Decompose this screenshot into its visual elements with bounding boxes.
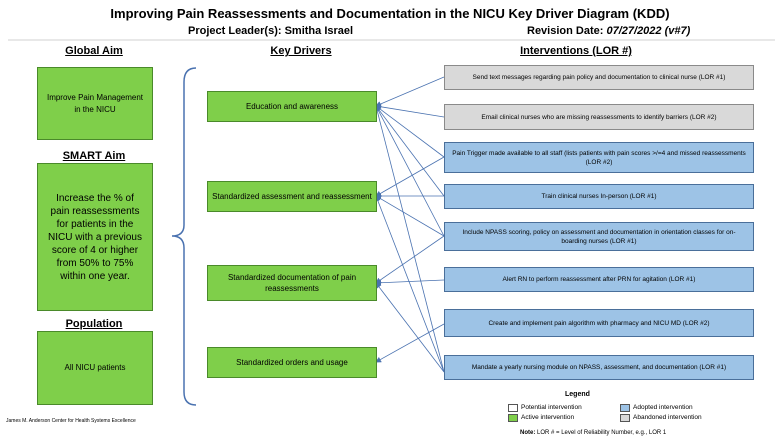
smart-aim-box: Increase the % of pain reassessments for…: [37, 163, 153, 311]
project-leader: Project Leader(s): Smitha Israel: [188, 25, 354, 37]
intervention-pain-trigger: Pain Trigger made available to all staff…: [444, 142, 754, 173]
population-box: All NICU patients: [37, 331, 153, 405]
global-aim-text: Improve Pain Management in the NICU: [46, 92, 144, 114]
curly-brace: [171, 67, 197, 406]
global-aim-box: Improve Pain Management in the NICU: [37, 67, 153, 140]
intervention-label: Train clinical nurses In-person (LOR #1): [541, 193, 657, 200]
footer-credit: James M. Anderson Center for Health Syst…: [6, 418, 136, 424]
intervention-label: Include NPASS scoring, policy on assessm…: [462, 228, 736, 245]
intervention-pain-algorithm: Create and implement pain algorithm with…: [444, 309, 754, 337]
key-drivers-header: Key Drivers: [270, 45, 332, 57]
population-header: Population: [65, 318, 123, 330]
header-divider: [8, 39, 775, 41]
legend-swatch-potential: [508, 404, 518, 412]
legend-label-active: Active intervention: [521, 414, 575, 421]
legend-title: Legend: [565, 391, 590, 398]
intervention-label: Create and implement pain algorithm with…: [488, 319, 710, 327]
legend-swatch-adopted: [620, 404, 630, 412]
revision-value: 07/27/2022 (v#7): [606, 25, 691, 37]
intervention-label: Send text messages regarding pain policy…: [472, 74, 726, 81]
global-aim-header: Global Aim: [65, 45, 123, 57]
intervention-label: Email clinical nurses who are missing re…: [481, 113, 717, 121]
note-label: Note:: [520, 430, 536, 436]
intervention-yearly-module: Mandate a yearly nursing module on NPASS…: [444, 355, 754, 380]
intervention-train-nurses: Train clinical nurses In-person (LOR #1): [444, 184, 754, 209]
key-driver-label: Standardized documentation of pain reass…: [227, 273, 357, 293]
legend-swatch-abandoned: [620, 414, 630, 422]
key-driver-education: Education and awareness: [207, 91, 377, 122]
intervention-text-messages: Send text messages regarding pain policy…: [444, 65, 754, 90]
key-driver-label: Standardized assessment and reassessment: [212, 192, 372, 201]
revision-label: Revision Date:: [527, 25, 604, 37]
legend-label-potential: Potential intervention: [521, 404, 582, 411]
legend-label-abandoned: Abandoned intervention: [633, 414, 702, 421]
intervention-alert-rn: Alert RN to perform reassessment after P…: [444, 267, 754, 292]
smart-aim-header: SMART Aim: [62, 150, 126, 162]
intervention-label: Pain Trigger made available to all staff…: [452, 149, 746, 166]
legend-swatch-active: [508, 414, 518, 422]
smart-aim-text: Increase the % of pain reassessments for…: [48, 192, 142, 282]
lor-note: Note: LOR # = Level of Reliability Numbe…: [520, 430, 666, 436]
diagram-title: Improving Pain Reassessments and Documen…: [110, 6, 670, 21]
key-driver-label: Education and awareness: [245, 102, 339, 111]
population-text: All NICU patients: [64, 363, 126, 372]
intervention-label: Alert RN to perform reassessment after P…: [502, 276, 696, 283]
legend-label-adopted: Adopted intervention: [633, 404, 693, 411]
driver-intervention-arrows: [374, 76, 445, 373]
key-driver-documentation: Standardized documentation of pain reass…: [207, 265, 377, 301]
key-driver-assessment: Standardized assessment and reassessment: [207, 181, 377, 212]
key-driver-label: Standardized orders and usage: [236, 358, 348, 367]
key-driver-orders: Standardized orders and usage: [207, 347, 377, 378]
interventions-header: Interventions (LOR #): [520, 45, 632, 57]
intervention-email-nurses: Email clinical nurses who are missing re…: [444, 104, 754, 130]
intervention-npass-orientation: Include NPASS scoring, policy on assessm…: [444, 222, 754, 251]
revision-date: Revision Date: 07/27/2022 (v#7): [527, 25, 690, 37]
note-text: LOR # = Level of Reliability Number, e.g…: [535, 430, 667, 436]
intervention-label: Mandate a yearly nursing module on NPASS…: [471, 364, 727, 371]
